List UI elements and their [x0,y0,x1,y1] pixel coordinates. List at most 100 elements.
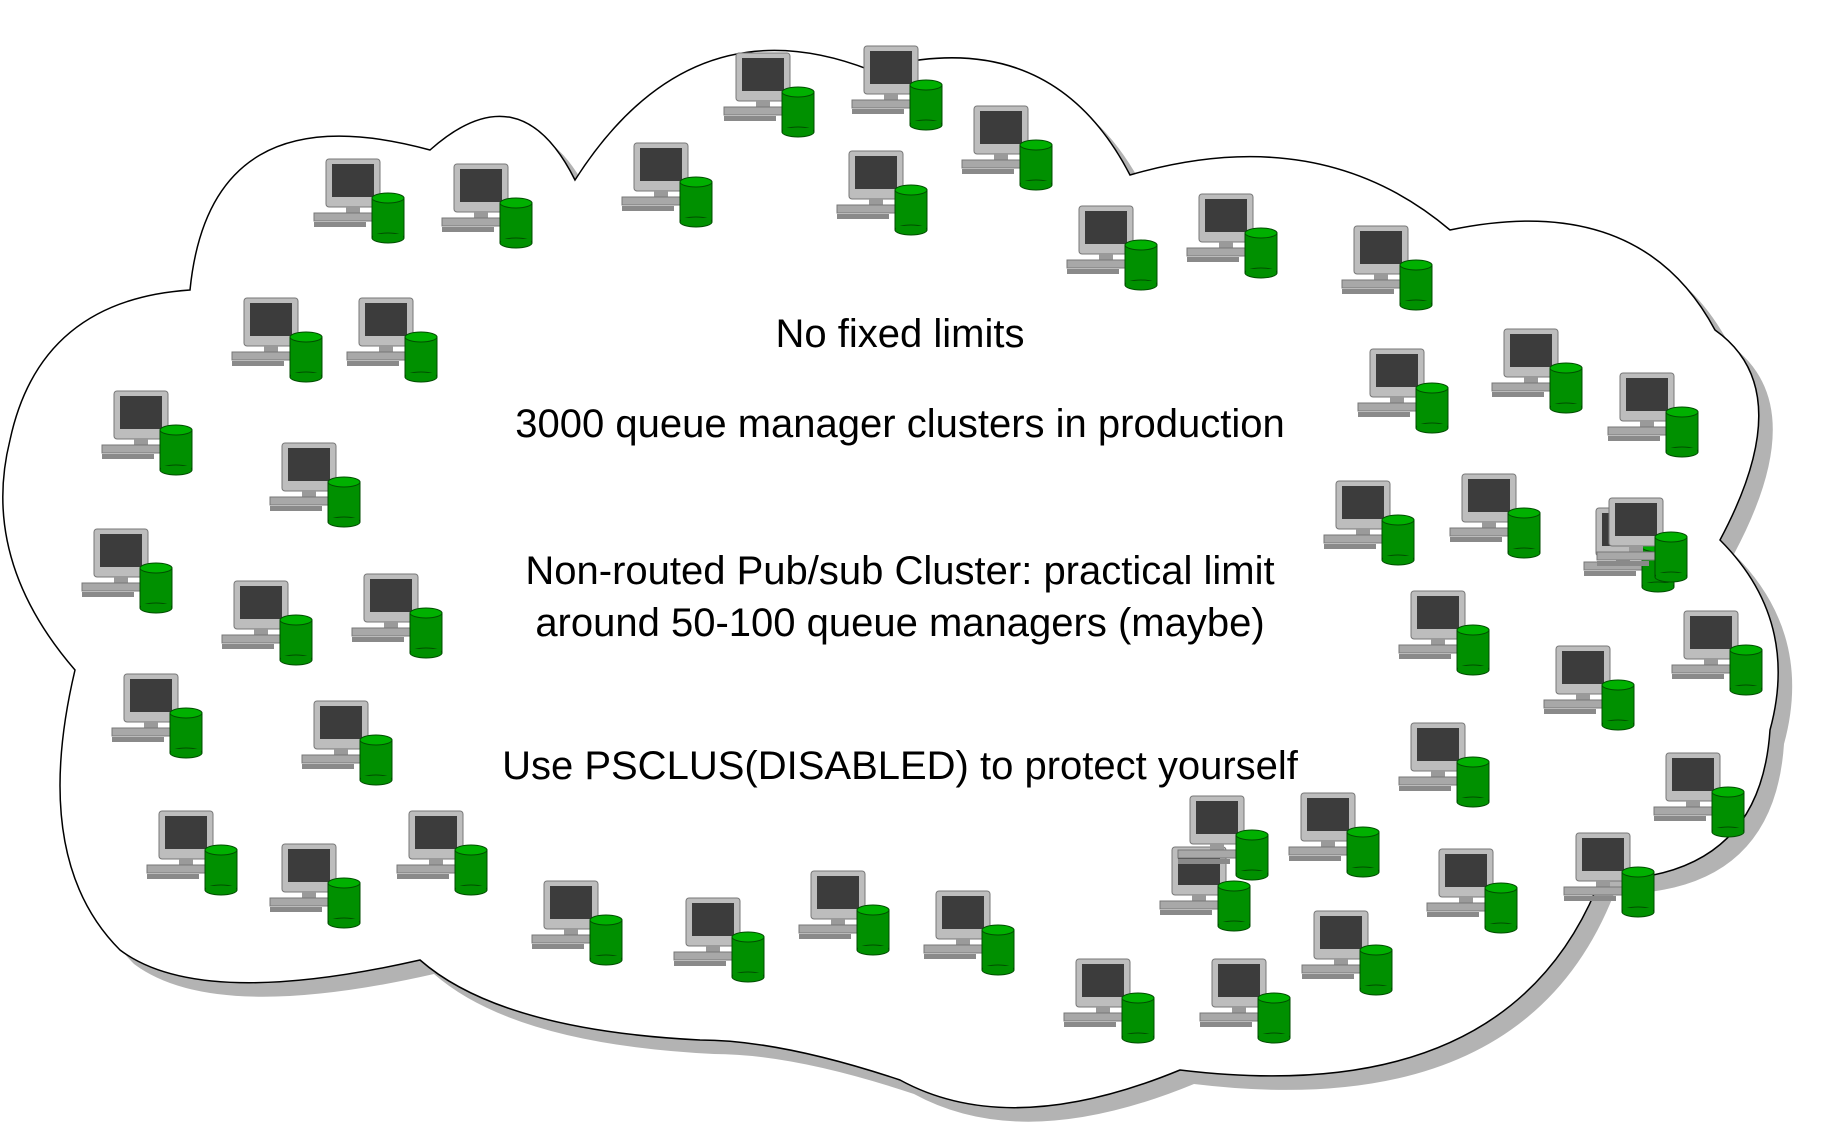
queue-manager-computer-database-icon [146,810,238,896]
screen-icon [370,579,412,612]
queue-manager-computer-database-icon [531,880,623,966]
monitor-stand-icon [1576,694,1590,700]
computer-base-icon [101,444,167,454]
database-fill-icon [1486,924,1516,929]
queue-manager-computer-database-icon [1563,832,1655,918]
screen-icon [1307,798,1349,831]
keyboard-icon [1302,974,1354,979]
keyboard-icon [112,737,164,742]
keyboard-icon [1597,561,1649,566]
monitor-stand-icon [379,346,393,352]
keyboard-icon [962,169,1014,174]
keyboard-icon [1064,1022,1116,1027]
computer-base-icon [723,106,789,116]
queue-manager-computer-database-icon [1653,752,1745,838]
monitor-stand-icon [1356,529,1370,535]
keyboard-icon [724,116,776,121]
queue-manager-computer-database-icon [1491,328,1583,414]
screen-icon [1615,503,1657,536]
computer-base-icon [851,99,917,109]
database-top-icon [1665,406,1699,418]
database-top-icon [1621,866,1655,878]
keyboard-icon [1654,816,1706,821]
database-cylinder-icon [169,712,203,754]
database-fill-icon [681,218,711,223]
computer-base-icon [531,934,597,944]
monitor-stand-icon [884,94,898,100]
queue-manager-computer-database-icon [269,843,361,929]
computer-base-icon [231,351,297,361]
screen-icon [742,58,784,91]
keyboard-icon [1399,786,1451,791]
screen-icon [1082,964,1124,997]
database-top-icon [894,184,928,196]
database-fill-icon [1259,1034,1289,1039]
screen-icon [1342,486,1384,519]
monitor-stand-icon [346,207,360,213]
monitor-stand-icon [1334,959,1348,965]
database-fill-icon [161,466,191,471]
keyboard-icon [674,961,726,966]
computer-base-icon [441,217,507,227]
monitor-stand-icon [831,919,845,925]
database-fill-icon [783,128,813,133]
computer-base-icon [673,951,739,961]
queue-manager-computer-database-icon [1449,473,1541,559]
computer-base-icon [1301,964,1367,974]
database-fill-icon [1656,573,1686,578]
keyboard-icon [1399,654,1451,659]
screen-icon [100,534,142,567]
database-cylinder-icon [327,882,361,924]
monitor-stand-icon [1524,377,1538,383]
database-top-icon [279,614,313,626]
computer-base-icon [1066,259,1132,269]
database-fill-icon [329,518,359,523]
database-cylinder-icon [981,929,1015,971]
computer-base-icon [836,204,902,214]
monitor-stand-icon [1210,844,1224,850]
database-fill-icon [141,604,171,609]
queue-manager-computer-database-icon [221,580,313,666]
database-top-icon [1711,786,1745,798]
monitor-stand-icon [956,939,970,945]
computer-base-icon [1607,426,1673,436]
database-top-icon [1549,362,1583,374]
screen-icon [1085,211,1127,244]
monitor-stand-icon [334,749,348,755]
database-fill-icon [171,749,201,754]
queue-manager-computer-database-icon [1323,480,1415,566]
database-top-icon [1257,992,1291,1004]
monitor-stand-icon [302,892,316,898]
monitor-stand-icon [564,929,578,935]
computer-base-icon [269,897,335,907]
computer-base-icon [1398,644,1464,654]
queue-manager-computer-database-icon [313,158,405,244]
monitor-stand-icon [1640,421,1654,427]
monitor-stand-icon [1596,881,1610,887]
queue-manager-computer-database-icon [1199,958,1291,1044]
database-fill-icon [1667,448,1697,453]
screen-icon [130,679,172,712]
computer-base-icon [1563,886,1629,896]
database-top-icon [1217,880,1251,892]
keyboard-icon [1544,709,1596,714]
computer-base-icon [1177,849,1243,859]
screen-icon [1417,728,1459,761]
database-fill-icon [1361,986,1391,991]
monitor-stand-icon [654,191,668,197]
database-top-icon [981,924,1015,936]
monitor-stand-icon [254,629,268,635]
computer-base-icon [1449,527,1515,537]
database-cylinder-icon [371,197,405,239]
keyboard-icon [1564,896,1616,901]
screen-icon [460,169,502,202]
monitor-stand-icon [1321,841,1335,847]
monitor-stand-icon [1099,254,1113,260]
monitor-stand-icon [1686,801,1700,807]
queue-manager-computer-database-icon [1671,610,1763,696]
database-top-icon [1399,259,1433,271]
database-fill-icon [206,886,236,891]
database-cylinder-icon [1654,536,1688,578]
queue-manager-computer-database-icon [111,673,203,759]
database-cylinder-icon [359,739,393,781]
